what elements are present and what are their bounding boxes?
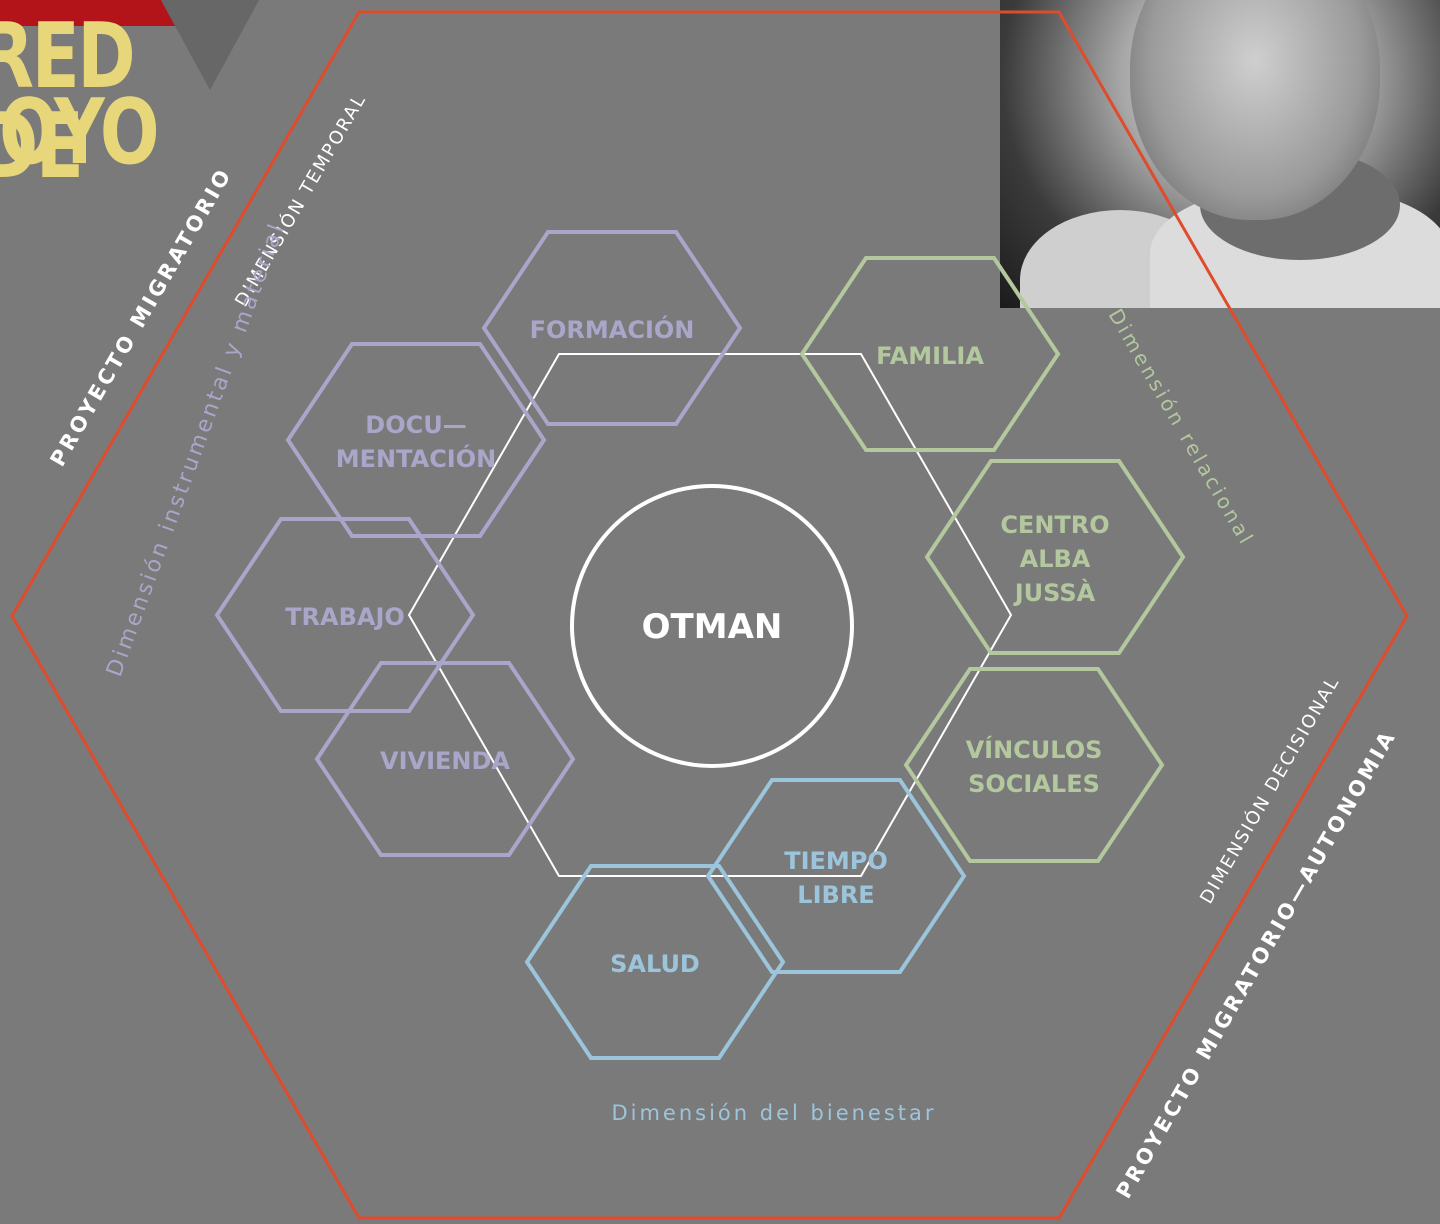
hexagon-trabajo <box>214 517 476 713</box>
title-shadow-shape <box>150 0 270 90</box>
hexagon-salud <box>524 864 786 1060</box>
hexagon-label-salud: SALUD <box>610 950 700 978</box>
inner-hexagon <box>407 353 1013 877</box>
hexagon-label-documentacion: DOCU— <box>365 411 466 439</box>
hexagon-tiempo <box>705 778 967 974</box>
portrait-photo <box>1000 0 1440 308</box>
center-label: OTMAN <box>642 607 783 647</box>
title-block: RED DE POYO <box>0 0 270 199</box>
hexagon-label-vivienda: VIVIENDA <box>380 747 510 775</box>
label-dimension-relacional: Dimensión relacional <box>1104 305 1260 551</box>
center-circle <box>570 484 854 768</box>
hexagon-label-centro: JUSSÀ <box>1013 578 1096 607</box>
hexagon-label-vinculos: VÍNCULOS <box>966 735 1103 764</box>
hexagon-label-familia: FAMILIA <box>876 342 984 370</box>
hexagon-centro <box>924 459 1186 655</box>
category-hexagons: FORMACIÓN DOCU— MENTACIÓN TRABAJO VIVIENDA FA… <box>214 230 1186 1060</box>
hexagon-label-vinculos: SOCIALES <box>968 770 1100 798</box>
hexagon-label-tiempo: LIBRE <box>797 881 874 909</box>
hexagon-familia <box>799 256 1061 452</box>
hexagon-vinculos <box>903 667 1165 863</box>
label-dimension-instrumental: Dimensión instrumental y material <box>102 219 290 681</box>
hexagon-label-centro: ALBA <box>1020 545 1091 573</box>
hexagon-label-centro: CENTRO <box>1000 511 1109 539</box>
photo-face <box>1130 0 1380 220</box>
hexagon-label-trabajo: TRABAJO <box>285 603 405 631</box>
hexagon-label-tiempo: TIEMPO <box>784 847 888 875</box>
label-dimension-bienestar: Dimensión del bienestar <box>611 1101 936 1125</box>
title-line-2: POYO <box>0 80 160 185</box>
hexagon-vivienda <box>314 661 576 857</box>
hexagon-documentacion <box>285 342 547 538</box>
hexagon-label-formacion: FORMACIÓN <box>530 314 695 344</box>
hexagon-label-documentacion: MENTACIÓN <box>336 443 496 473</box>
hexagon-formacion <box>481 230 743 426</box>
outer-hexagon <box>10 10 1409 1220</box>
title-line-1: RED DE <box>0 4 136 199</box>
